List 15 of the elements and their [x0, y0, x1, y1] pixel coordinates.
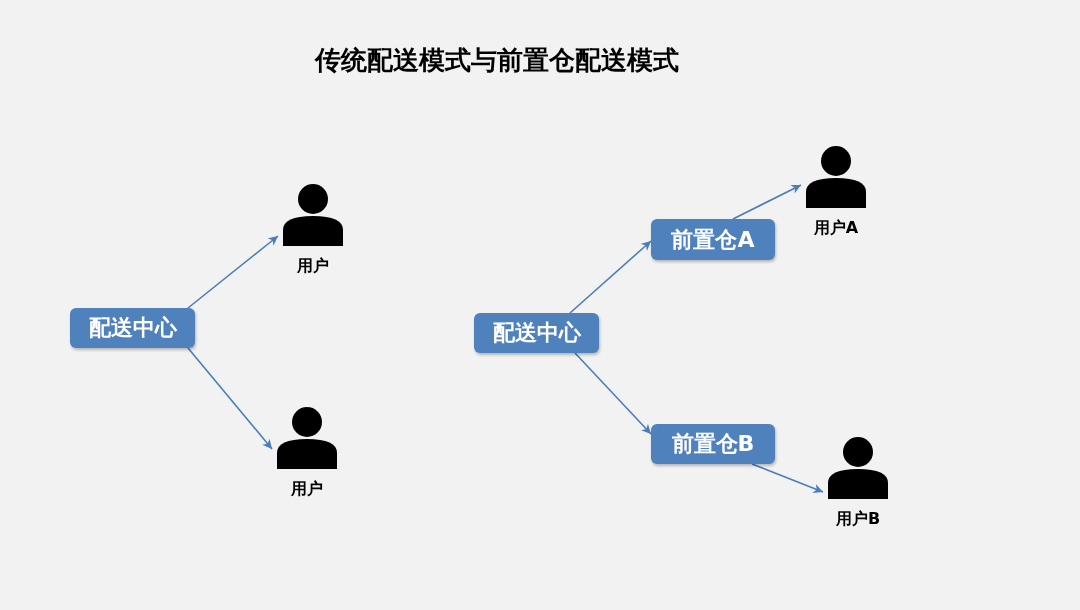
process-box: 前置仓A — [651, 219, 775, 260]
arrow — [187, 347, 273, 450]
arrow — [187, 235, 279, 309]
person-label: 用户B — [835, 509, 881, 528]
person-label: 用户A — [813, 218, 859, 237]
process-box: 前置仓B — [651, 424, 775, 464]
arrow — [751, 463, 824, 493]
arrow — [574, 352, 652, 435]
title: 传统配送模式与前置仓配送模式 — [315, 44, 679, 76]
process-box: 配送中心 — [474, 313, 599, 353]
person-label: 用户 — [297, 256, 329, 275]
process-box: 配送中心 — [70, 308, 195, 348]
arrow — [732, 184, 802, 220]
arrow — [569, 240, 652, 314]
person-label: 用户 — [291, 479, 323, 498]
